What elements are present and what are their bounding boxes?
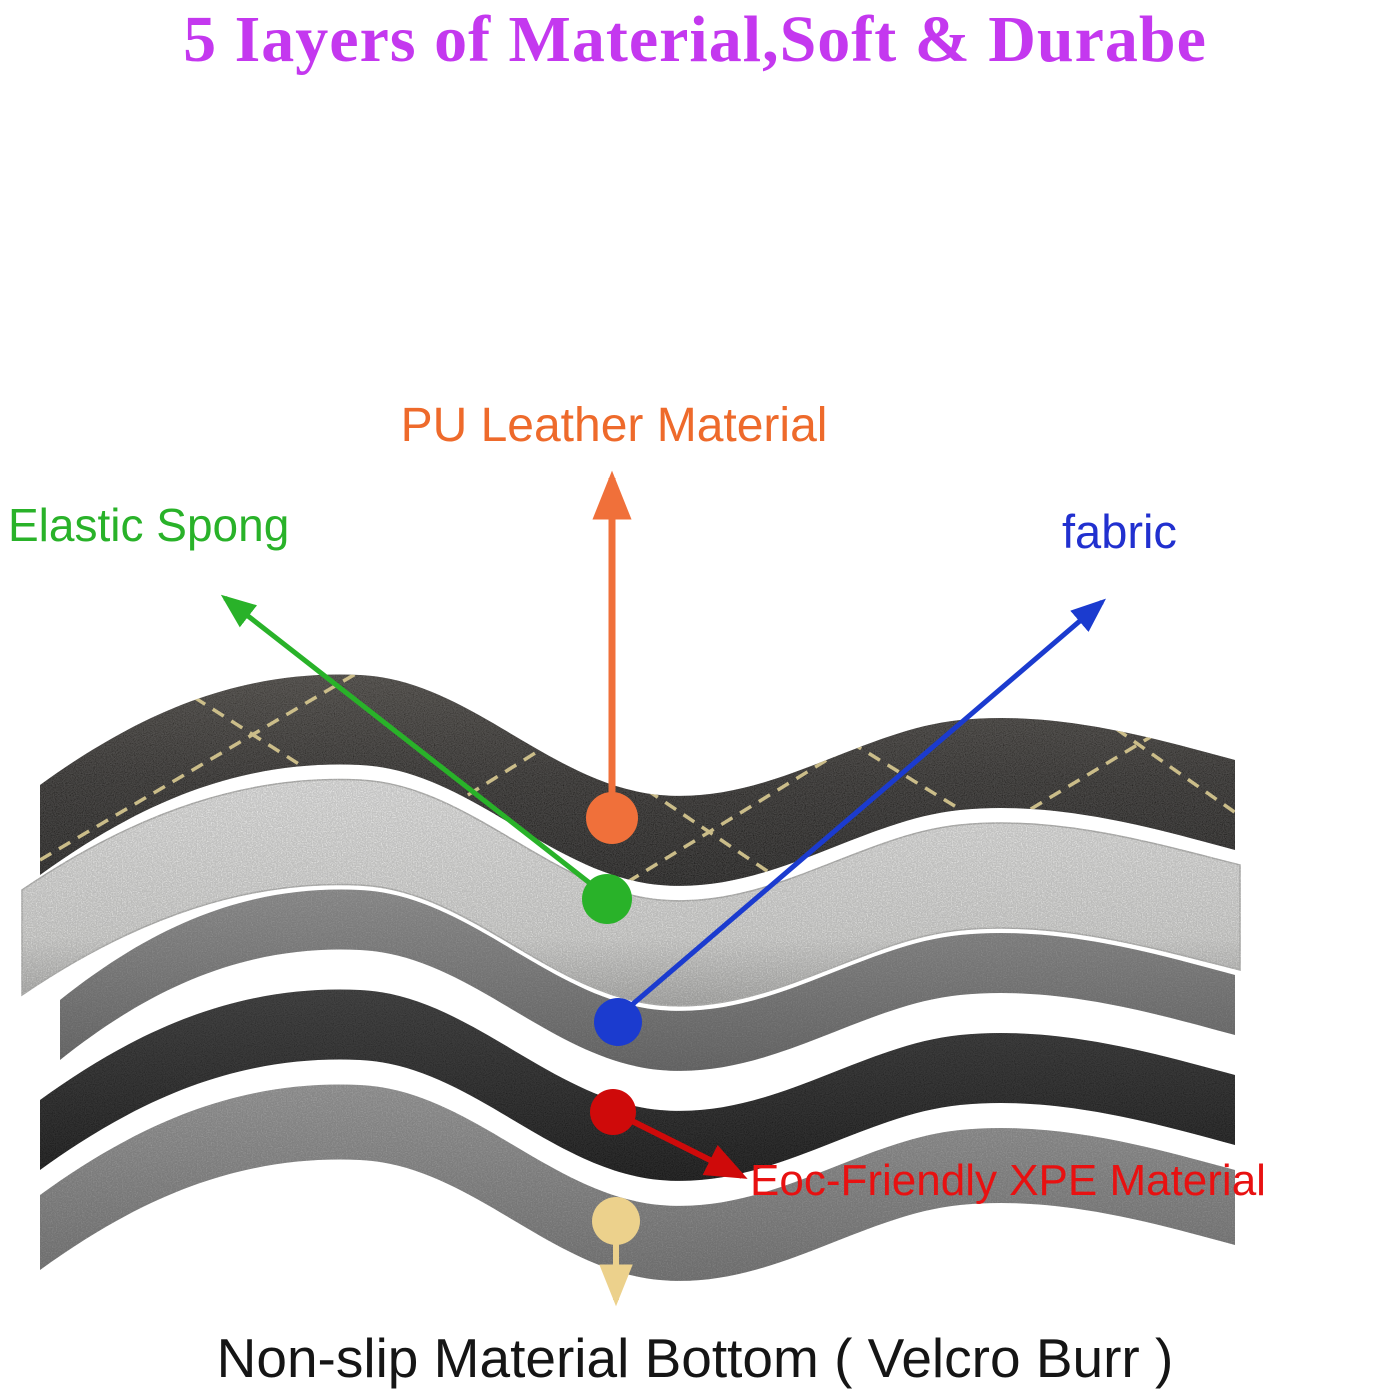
label-fabric: fabric (1062, 505, 1177, 558)
label-elastic-sponge: Elastic Spong (8, 499, 290, 551)
fabric-arrow (618, 598, 1106, 1017)
xpe-dot (590, 1089, 636, 1135)
non-slip-dot (592, 1197, 640, 1245)
label-xpe: Eoc-Friendly XPE Material (750, 1156, 1266, 1205)
fabric-dot (594, 998, 642, 1046)
elastic-sponge-arrow (220, 594, 607, 897)
xpe-arrow (618, 1112, 748, 1179)
pu-leather-dot (586, 792, 638, 844)
label-pu-leather: PU Leather Material (400, 399, 828, 452)
label-non-slip-bottom: Non-slip Material Bottom ( Velcro Burr ) (216, 1327, 1174, 1389)
diagram-title: 5 Iayers of Material,Soft & Durabe (183, 3, 1207, 76)
elastic-sponge-dot (582, 874, 632, 924)
